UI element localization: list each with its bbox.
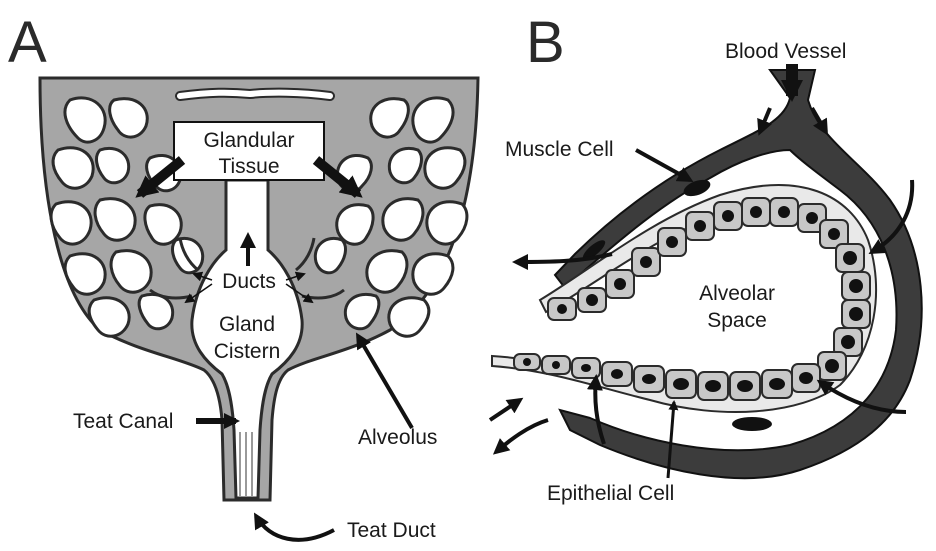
blood-vessel-label: Blood Vessel xyxy=(725,40,846,63)
teat-duct-arrow xyxy=(256,516,334,540)
panel-label-a: A xyxy=(8,10,47,75)
gland-cistern-label-line1: Gland xyxy=(219,313,275,336)
muscle-cell-arrow xyxy=(636,150,690,180)
alveolus-label: Alveolus xyxy=(358,426,437,449)
glandular-tissue-label-line1: Glandular xyxy=(203,129,294,152)
epithelial-cell-label: Epithelial Cell xyxy=(547,482,674,505)
teat-canal-label: Teat Canal xyxy=(73,410,173,433)
alveolar-space-label-line1: Alveolar xyxy=(699,282,775,305)
glandular-tissue-label-line2: Tissue xyxy=(218,155,279,178)
gland-cistern-label-line2: Cistern xyxy=(214,340,281,363)
muscle-cell-label: Muscle Cell xyxy=(505,138,614,161)
panel-label-b: B xyxy=(526,10,565,75)
alveolus-arrow xyxy=(358,336,412,428)
teat-duct-label: Teat Duct xyxy=(347,519,436,542)
ducts-label: Ducts xyxy=(222,270,276,293)
epithelial-cells xyxy=(514,198,870,400)
alveolar-space-label-line2: Space xyxy=(707,309,767,332)
